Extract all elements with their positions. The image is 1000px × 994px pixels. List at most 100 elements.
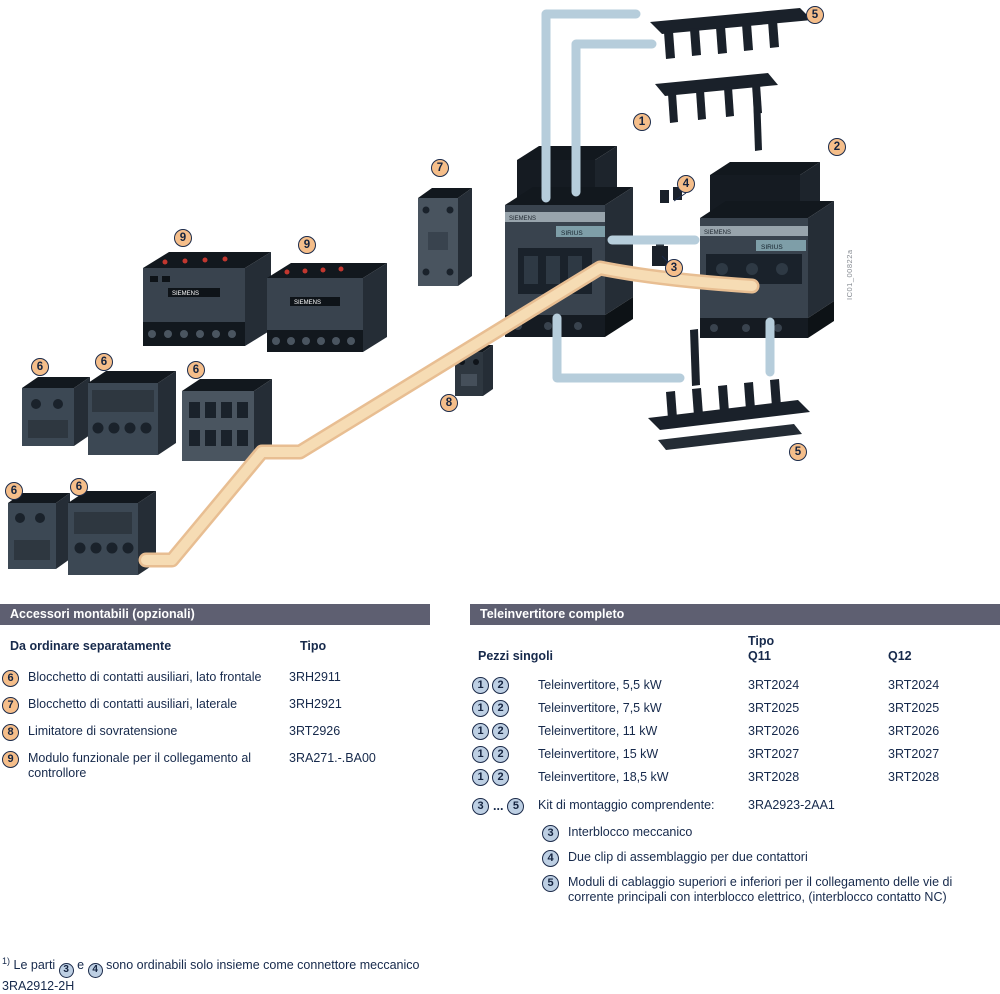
exploded-diagram-art: SIEMENS SIEMENS bbox=[8, 8, 854, 575]
lateral-module-7 bbox=[418, 188, 472, 286]
kit-item: 4 Due clip di assemblaggio per due conta… bbox=[542, 850, 1000, 867]
type-q11: 3RT2028 bbox=[748, 770, 800, 784]
accessory-label: Limitatore di sovratensione bbox=[28, 724, 178, 738]
badge-2: 2 bbox=[492, 769, 509, 786]
aux-block-6-b bbox=[88, 371, 176, 455]
badge-1: 1 bbox=[472, 677, 489, 694]
callout-1: 1 bbox=[633, 113, 651, 131]
col-tipo-q11: Tipo Q11 bbox=[748, 634, 888, 664]
type-q11: 3RT2026 bbox=[748, 724, 800, 738]
badge-5: 5 bbox=[542, 875, 559, 892]
footnote: 1) Le parti 3 e 4 sono ordinabili solo i… bbox=[2, 953, 447, 994]
callout-9-left: 9 bbox=[174, 229, 192, 247]
kit-type: 3RA2923-2AA1 bbox=[748, 798, 835, 812]
accessories-table: Accessori montabili (opzionali) Da ordin… bbox=[0, 604, 430, 791]
table-row: 9 Modulo funzionale per il collegamento … bbox=[0, 751, 430, 781]
brand-label: SIEMENS bbox=[294, 300, 321, 306]
item-label: Teleinvertitore, 11 kW bbox=[538, 724, 658, 738]
function-module-9-right: SIEMENS bbox=[267, 263, 387, 352]
table-row: 8 Limitatore di sovratensione 3RT2926 bbox=[0, 724, 430, 741]
kit-number-badges: 3 ... 5 bbox=[470, 798, 538, 815]
kit-item: 5 Moduli di cablaggio superiori e inferi… bbox=[542, 875, 1000, 905]
badge-4: 4 bbox=[87, 962, 103, 978]
callout-6-a: 6 bbox=[31, 358, 49, 376]
callout-3: 3 bbox=[665, 259, 683, 277]
connector-pins bbox=[690, 94, 762, 386]
kit-row: 3 ... 5 Kit di montaggio comprendente: 3… bbox=[470, 798, 1000, 815]
figure-id: IC01_00822a bbox=[845, 249, 854, 300]
badge-4: 4 bbox=[542, 850, 559, 867]
accessories-table-subheader: Da ordinare separatamente Tipo bbox=[0, 639, 430, 654]
kit-item-label: Moduli di cablaggio superiori e inferior… bbox=[568, 875, 953, 904]
inverter-table-subheader: Pezzi singoli Tipo Q11 Q12 bbox=[470, 634, 1000, 664]
table-row: 1 2 Teleinvertitore, 7,5 kW 3RT2025 3RT2… bbox=[470, 700, 1000, 717]
table-row: 1 2 Teleinvertitore, 5,5 kW 3RT2024 3RT2… bbox=[470, 677, 1000, 694]
aux-block-6-a bbox=[22, 377, 90, 446]
accessory-type: 3RT2926 bbox=[289, 724, 341, 738]
callout-6-d: 6 bbox=[5, 482, 23, 500]
accessory-type: 3RA271.-.BA00 bbox=[289, 751, 376, 765]
badge-1: 1 bbox=[472, 723, 489, 740]
kit-item-label: Due clip di assemblaggio per due contatt… bbox=[568, 850, 808, 864]
item-label: Teleinvertitore, 7,5 kW bbox=[538, 701, 662, 715]
col-tipo: Tipo bbox=[300, 639, 327, 653]
row-number-badge: 7 bbox=[2, 697, 19, 714]
callout-5-top: 5 bbox=[806, 6, 824, 24]
row-number-badges: 1 2 bbox=[470, 700, 538, 717]
badge-3: 3 bbox=[542, 825, 559, 842]
control-wires-blue bbox=[541, 9, 775, 383]
assembly-clips-4 bbox=[660, 187, 687, 203]
callout-9-right: 9 bbox=[298, 236, 316, 254]
callout-6-e: 6 bbox=[70, 478, 88, 496]
table-row: 7 Blocchetto di contatti ausiliari, late… bbox=[0, 697, 430, 714]
accessory-type: 3RH2911 bbox=[289, 670, 341, 684]
badge-1: 1 bbox=[472, 746, 489, 763]
table-row: 1 2 Teleinvertitore, 11 kW 3RT2026 3RT20… bbox=[470, 723, 1000, 740]
col-tipo: Tipo bbox=[748, 634, 775, 648]
brand-label: SIEMENS bbox=[704, 230, 731, 236]
accessory-label: Modulo funzionale per il collegamento al… bbox=[28, 751, 252, 780]
footnote-text-1: Le parti bbox=[13, 958, 56, 973]
col-q11: Q11 bbox=[748, 649, 771, 663]
col-pezzi-singoli: Pezzi singoli bbox=[478, 649, 554, 663]
contactor-2: SIEMENS SIRIUS bbox=[700, 162, 834, 338]
range-dots: ... bbox=[493, 799, 504, 813]
callout-7: 7 bbox=[431, 159, 449, 177]
badge-1: 1 bbox=[472, 700, 489, 717]
series-label: SIRIUS bbox=[561, 230, 583, 237]
kit-label: Kit di montaggio comprendente: bbox=[538, 798, 715, 812]
kit-item-label: Interblocco meccanico bbox=[568, 825, 693, 839]
type-q12: 3RT2027 bbox=[888, 747, 940, 761]
table-row: 1 2 Teleinvertitore, 18,5 kW 3RT2028 3RT… bbox=[470, 769, 1000, 786]
type-q12: 3RT2028 bbox=[888, 770, 940, 784]
row-number-badges: 1 2 bbox=[470, 677, 538, 694]
callout-5-bottom: 5 bbox=[789, 443, 807, 461]
main-wires-tan bbox=[138, 260, 760, 568]
footnote-text-3: sono ordinabili solo insieme come connet… bbox=[2, 958, 420, 993]
col-da-ordinare: Da ordinare separatamente bbox=[10, 639, 172, 653]
type-q12: 3RT2024 bbox=[888, 678, 940, 692]
brand-label: SIEMENS bbox=[509, 216, 536, 222]
row-number-badge: 8 bbox=[2, 724, 19, 741]
aux-block-6-c bbox=[182, 379, 272, 461]
badge-1: 1 bbox=[472, 769, 489, 786]
callout-6-c: 6 bbox=[187, 361, 205, 379]
exploded-diagram: SIEMENS SIEMENS bbox=[5, 6, 854, 575]
badge-2: 2 bbox=[492, 746, 509, 763]
accessory-label: Blocchetto di contatti ausiliari, lato f… bbox=[28, 670, 262, 684]
badge-3: 3 bbox=[58, 962, 74, 978]
item-label: Teleinvertitore, 15 kW bbox=[538, 747, 659, 761]
badge-2: 2 bbox=[492, 677, 509, 694]
inverter-table: Teleinvertitore completo Pezzi singoli T… bbox=[470, 604, 1000, 913]
type-q11: 3RT2024 bbox=[748, 678, 800, 692]
callout-4: 4 bbox=[677, 175, 695, 193]
busbar-bottom bbox=[648, 379, 810, 450]
accessory-type: 3RH2921 bbox=[289, 697, 342, 711]
aux-block-6-d bbox=[8, 493, 70, 569]
row-number-badges: 1 2 bbox=[470, 723, 538, 740]
badge-5: 5 bbox=[507, 798, 525, 815]
callout-6-b: 6 bbox=[95, 353, 113, 371]
row-number-badges: 1 2 bbox=[470, 746, 538, 763]
badge-3: 3 bbox=[472, 798, 489, 815]
function-module-9-left: SIEMENS bbox=[143, 252, 271, 346]
